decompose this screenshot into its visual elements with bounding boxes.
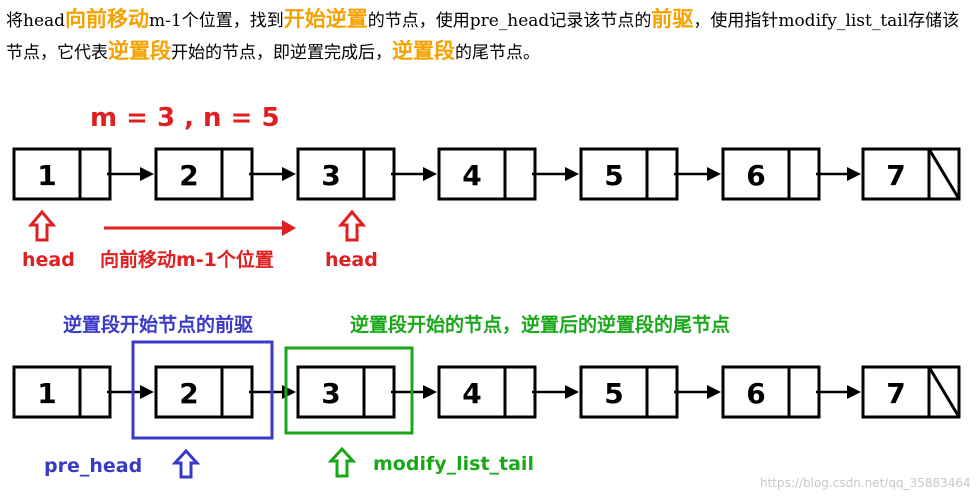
- list-node: 6: [721, 147, 821, 201]
- next-arrow-icon: [816, 385, 861, 399]
- list-node: 2: [154, 147, 254, 201]
- description-text: 将head向前移动m-1个位置，找到开始逆置的节点，使用pre_head记录该节…: [6, 4, 972, 68]
- highlight-term: 向前移动: [65, 7, 150, 31]
- next-arrow-icon: [816, 167, 861, 181]
- head-label-initial: head: [22, 249, 75, 271]
- list-node: 6: [721, 365, 821, 419]
- head-label-moved: head: [325, 249, 378, 271]
- list-node: 4: [437, 147, 537, 201]
- node-box: [296, 147, 396, 201]
- node-value: 5: [604, 377, 623, 410]
- next-arrow-icon: [674, 385, 721, 399]
- node-value: 4: [462, 159, 481, 192]
- null-pointer-slash: [927, 366, 961, 418]
- move-right-arrow-icon: [104, 220, 296, 236]
- tail-highlight-box: [284, 346, 414, 435]
- node-box: [437, 365, 537, 419]
- list-node: 1: [12, 365, 112, 419]
- node-value: 1: [37, 159, 56, 192]
- node-box: [721, 365, 821, 419]
- modify-list-tail-label: modify_list_tail: [373, 453, 534, 475]
- node-box: [437, 147, 537, 201]
- head-up-arrow-icon: [27, 209, 57, 242]
- pre-head-caption: 逆置段开始节点的前驱: [63, 313, 253, 336]
- params-label: m = 3 , n = 5: [90, 103, 280, 133]
- node-value: 2: [179, 377, 198, 410]
- list-node: 2: [154, 365, 254, 419]
- description-segment: 的节点，使用pre_head记录该节点的: [367, 11, 652, 31]
- list-node: 7: [861, 365, 961, 419]
- highlight-term: 开始逆置: [283, 7, 368, 31]
- node-box: [861, 365, 961, 419]
- node-value: 3: [321, 377, 340, 410]
- node-value: 7: [886, 377, 905, 410]
- node-value: 4: [462, 377, 481, 410]
- move-label: 向前移动m-1个位置: [100, 248, 274, 271]
- null-pointer-slash: [927, 148, 961, 200]
- next-arrow-icon: [391, 167, 437, 181]
- pre-head-highlight-box: [131, 340, 274, 440]
- list-node: 5: [579, 365, 679, 419]
- next-arrow-icon: [532, 385, 579, 399]
- next-arrow-icon: [249, 167, 296, 181]
- next-arrow-icon: [107, 167, 154, 181]
- list-node: 7: [861, 147, 961, 201]
- head-up-arrow-icon: [337, 209, 367, 242]
- node-box: [296, 365, 396, 419]
- tail-caption: 逆置段开始的节点，逆置后的逆置段的尾节点: [350, 313, 730, 336]
- next-arrow-icon: [674, 167, 721, 181]
- node-box: [721, 147, 821, 201]
- description-segment: m-1个位置，找到: [149, 11, 284, 31]
- node-box: [154, 147, 254, 201]
- description-segment: 开始的节点，即逆置完成后，: [171, 43, 392, 63]
- node-value: 7: [886, 159, 905, 192]
- node-value: 2: [179, 159, 198, 192]
- highlight-term: 逆置段: [392, 39, 455, 63]
- list-node: 4: [437, 365, 537, 419]
- pre-head-label: pre_head: [44, 455, 142, 477]
- node-value: 5: [604, 159, 623, 192]
- node-box: [12, 147, 112, 201]
- list-node: 1: [12, 147, 112, 201]
- description-segment: 的尾节点。: [455, 43, 540, 63]
- tail-up-arrow-icon: [327, 446, 357, 478]
- node-value: 6: [746, 377, 765, 410]
- pre-head-up-arrow-icon: [171, 448, 201, 479]
- next-arrow-icon: [107, 385, 154, 399]
- list-node: 3: [296, 365, 396, 419]
- top-linked-list: 1 2 3 4 5 6 7: [12, 147, 961, 201]
- list-node: 3: [296, 147, 396, 201]
- node-box: [12, 365, 112, 419]
- watermark: https://blog.csdn.net/qq_35883464: [760, 476, 971, 490]
- node-box: [154, 365, 254, 419]
- list-node: 5: [579, 147, 679, 201]
- bottom-linked-list: 1 2 3 4 5 6 7: [12, 365, 961, 419]
- description-segment: ，使用指针modify_list_tail存储该节点，它代表: [6, 11, 960, 63]
- node-value: 1: [37, 377, 56, 410]
- highlight-term: 前驱: [651, 7, 694, 31]
- node-value: 3: [321, 159, 340, 192]
- node-box: [579, 365, 679, 419]
- next-arrow-icon: [391, 385, 437, 399]
- node-value: 6: [746, 159, 765, 192]
- next-arrow-icon: [532, 167, 579, 181]
- highlight-term: 逆置段: [108, 39, 171, 63]
- description-segment: 将head: [6, 11, 66, 31]
- node-box: [579, 147, 679, 201]
